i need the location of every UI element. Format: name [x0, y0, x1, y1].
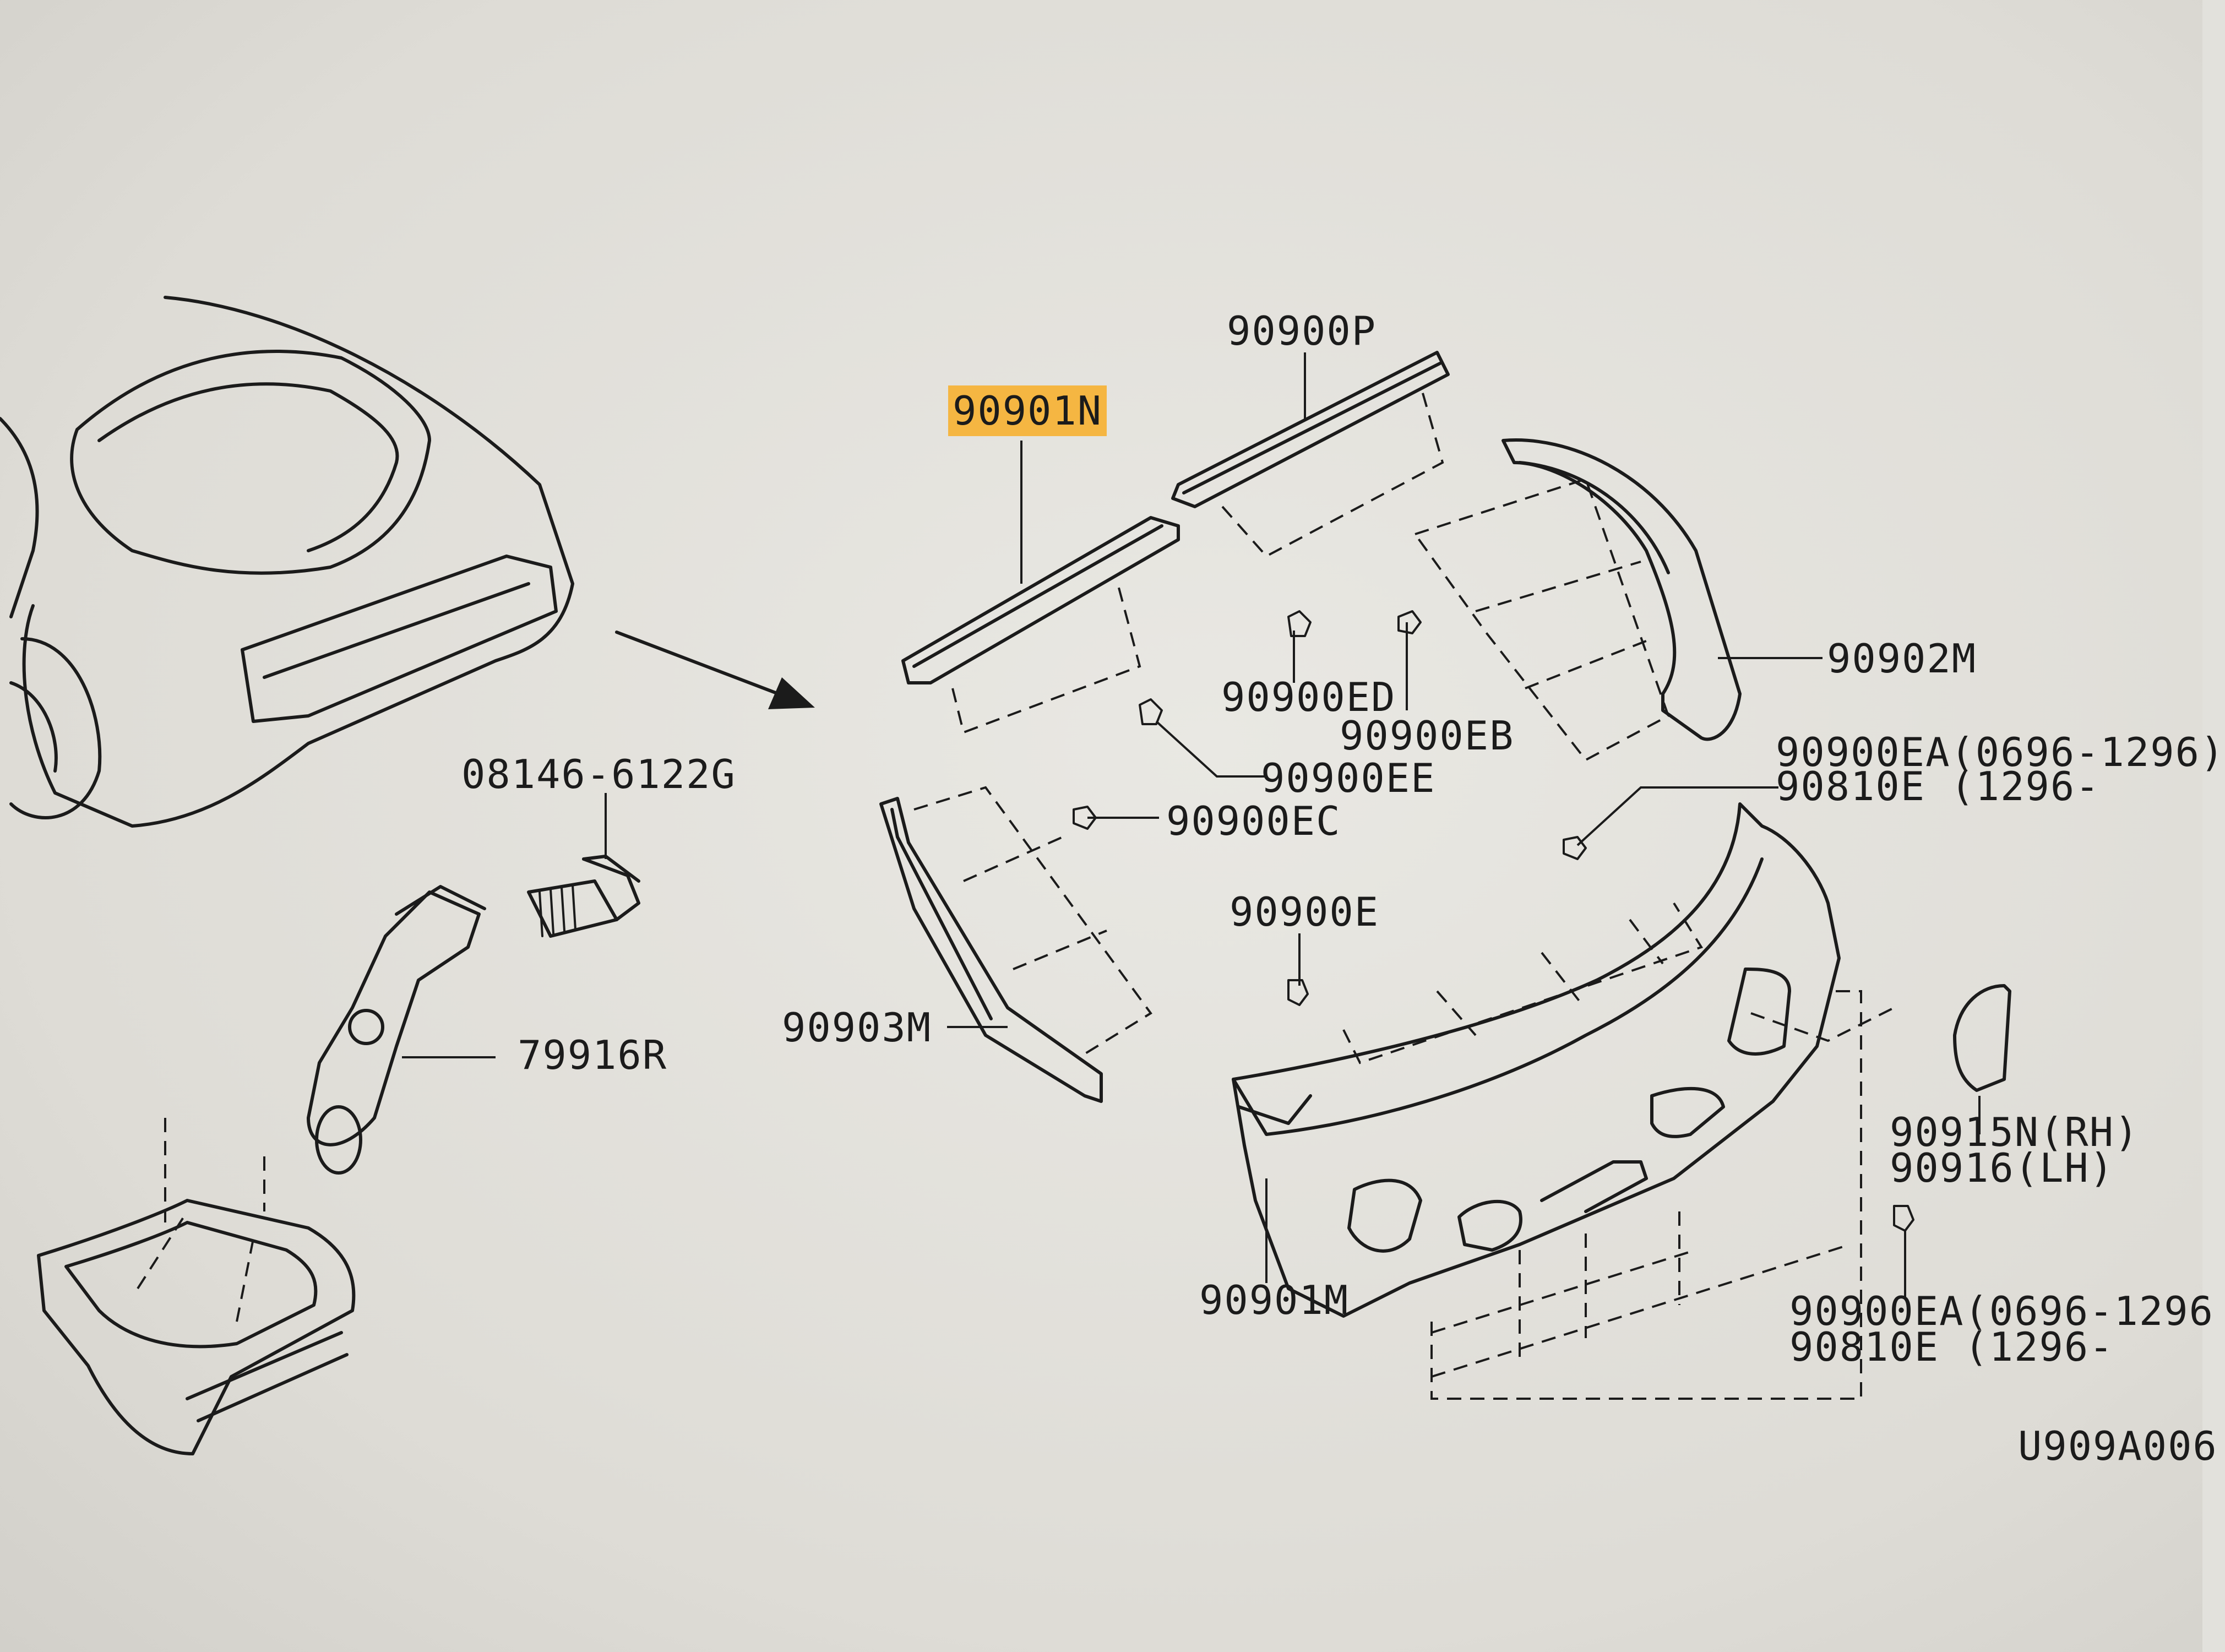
- label-90915n-rh: 90915N(RH): [1890, 1109, 2140, 1155]
- label-90901m: 90901M: [1199, 1277, 1350, 1323]
- label-90900ea-top: 90900EA(0696-1296): [1776, 729, 2225, 775]
- label-90902m: 90902M: [1827, 635, 1977, 682]
- label-90900ed: 90900ED: [1221, 674, 1396, 720]
- bolt-08146: [527, 855, 640, 938]
- label-90903m: 90903M: [782, 1004, 932, 1051]
- part-90901m: [1232, 802, 1895, 1400]
- label-90810e-top: 90810E (1296-: [1776, 763, 2101, 809]
- label-90901n-highlighted: 90901N: [948, 385, 1107, 436]
- car-rear-view: [0, 296, 574, 828]
- label-90900p: 90900P: [1227, 308, 1377, 354]
- label-90900ee: 90900EE: [1261, 755, 1436, 801]
- label-90810e-bottom: 90810E (1296-: [1789, 1324, 2114, 1370]
- leader-lines: [402, 352, 1981, 1300]
- label-79916r: 79916R: [518, 1032, 668, 1078]
- label-90900eb: 90900EB: [1340, 713, 1515, 759]
- label-90900e: 90900E: [1230, 889, 1380, 935]
- part-90900p: [1171, 351, 1450, 558]
- label-08146-6122g: 08146-6122G: [461, 751, 736, 797]
- label-90900ec: 90900EC: [1166, 798, 1341, 844]
- part-90903m: [879, 786, 1152, 1103]
- direction-arrow: [615, 631, 815, 709]
- part-90901n: [901, 516, 1180, 734]
- label-90916-lh: 90916(LH): [1890, 1145, 2115, 1191]
- part-90902m: [1413, 438, 1742, 762]
- label-90900ea-bottom: 90900EA(0696-1296: [1789, 1288, 2214, 1334]
- diagram-reference-code: U909A006: [2018, 1423, 2218, 1469]
- trunk-lower-left: [37, 1118, 356, 1455]
- bracket-79916r: [307, 885, 486, 1175]
- part-90915n: [1953, 984, 2011, 1092]
- clips: [1073, 610, 1914, 1232]
